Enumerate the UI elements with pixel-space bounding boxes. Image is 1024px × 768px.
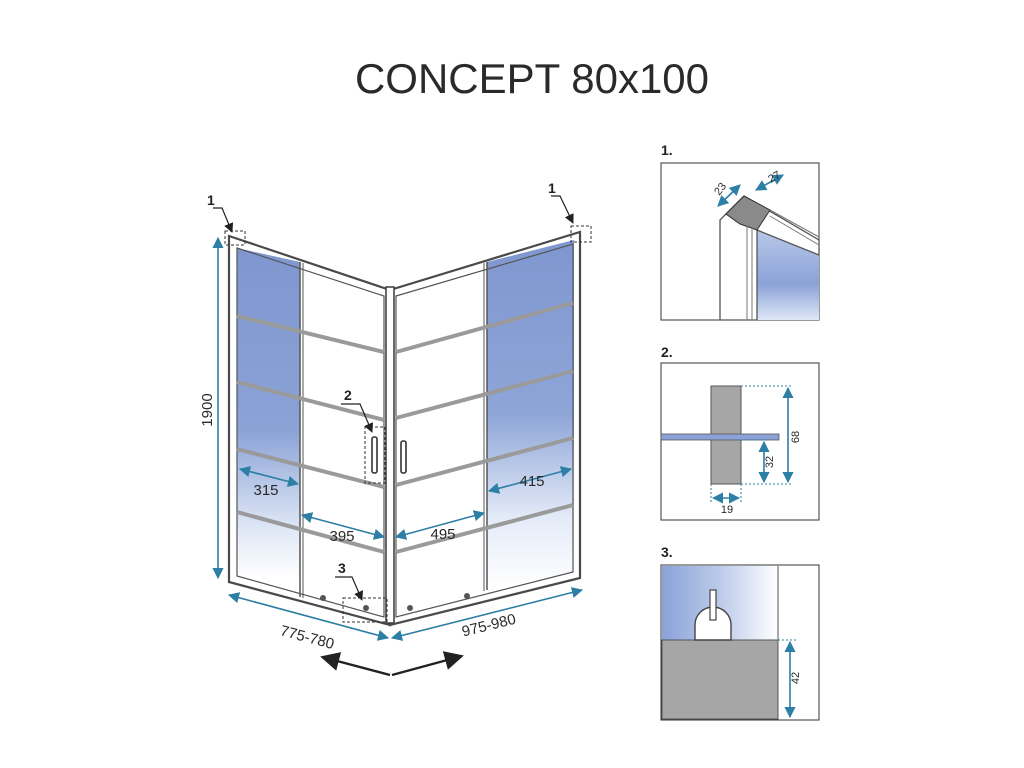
detail-1: 1. 23 27 bbox=[660, 142, 820, 321]
shower-enclosure-view: 1 1 2 3 1900 315 395 495 415 775-780 975… bbox=[199, 180, 592, 677]
detail-2-dim-width: 19 bbox=[721, 504, 733, 516]
detail-2-dim-lower: 32 bbox=[764, 456, 776, 468]
detail-2: 2. 68 32 19 bbox=[660, 344, 820, 521]
right-door-handle-icon bbox=[400, 440, 407, 474]
reversible-arrow-left-icon bbox=[320, 652, 391, 677]
callout-1-left: 1 bbox=[207, 192, 215, 208]
detail-1-dim-a: 23 bbox=[712, 181, 729, 198]
detail-1-marker-left bbox=[224, 230, 246, 246]
right-fixed-width-label: 415 bbox=[519, 473, 544, 490]
detail-3: 3. 42 bbox=[660, 544, 820, 721]
left-fixed-width-label: 315 bbox=[253, 482, 278, 499]
callout-2: 2 bbox=[344, 387, 352, 403]
detail-3-label: 3. bbox=[661, 544, 673, 560]
right-width-dimension-line bbox=[390, 587, 584, 641]
corner-post bbox=[385, 286, 395, 624]
detail-2-dim-total: 68 bbox=[790, 431, 802, 443]
detail-1-marker-right bbox=[570, 225, 592, 243]
page-title: CONCEPT 80x100 bbox=[355, 55, 709, 102]
left-door-handle-icon bbox=[371, 436, 378, 474]
detail-2-label: 2. bbox=[661, 344, 673, 360]
callout-3: 3 bbox=[338, 560, 346, 576]
right-grid-bars bbox=[395, 301, 574, 554]
detail-2-marker bbox=[364, 426, 386, 484]
detail-3-dim-height: 42 bbox=[790, 672, 802, 684]
right-fixed-glass bbox=[487, 240, 574, 588]
left-door-width-label: 395 bbox=[329, 528, 354, 545]
shower-tray bbox=[661, 639, 779, 720]
callout-1-right: 1 bbox=[548, 180, 556, 196]
left-width-dimension-line bbox=[227, 592, 390, 641]
detail-1-label: 1. bbox=[661, 142, 673, 158]
reversible-arrow-right-icon bbox=[391, 651, 464, 677]
height-label: 1900 bbox=[199, 393, 216, 426]
left-width-label: 775-780 bbox=[278, 622, 336, 653]
roller-pin-icon bbox=[709, 589, 717, 621]
right-door-width-label: 495 bbox=[430, 526, 455, 543]
glass-section bbox=[660, 433, 780, 441]
right-width-label: 975-980 bbox=[460, 611, 518, 641]
left-fixed-glass bbox=[237, 248, 300, 578]
detail-1-dim-b: 27 bbox=[766, 169, 783, 186]
